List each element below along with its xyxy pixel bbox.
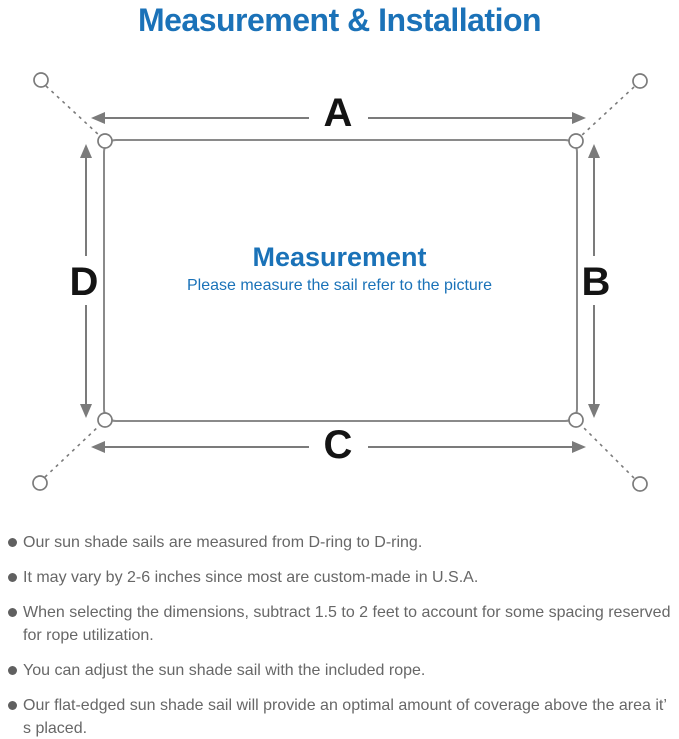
rope-dashed-line (580, 86, 635, 137)
diagram-heading: Measurement (252, 242, 427, 272)
note-text: You can adjust the sun shade sail with t… (23, 662, 426, 679)
arrow-down-icon (80, 404, 92, 418)
shade-sail-outline (103, 139, 578, 422)
dimension-label-c: C (324, 423, 353, 467)
ring-icon (632, 73, 648, 89)
bullet-dot-icon (8, 573, 17, 582)
ring-icon (33, 72, 49, 88)
list-item: When selecting the dimensions, subtract … (8, 601, 674, 647)
note-text: Our sun shade sails are measured from D-… (23, 534, 423, 551)
dimension-label-d: D (70, 260, 99, 304)
ring-icon (632, 476, 648, 492)
d-ring-icon (97, 133, 113, 149)
dimension-b: B (582, 144, 611, 418)
list-item: Our flat-edged sun shade sail will provi… (8, 694, 674, 739)
diagram-caption: Measurement Please measure the sail refe… (0, 242, 679, 295)
ring-icon (32, 475, 48, 491)
d-ring-icon (568, 133, 584, 149)
arrow-up-icon (588, 144, 600, 158)
list-item: It may vary by 2-6 inches since most are… (8, 566, 674, 589)
diagram-subheading: Please measure the sail refer to the pic… (186, 277, 493, 294)
notes-list: Our sun shade sails are measured from D-… (8, 531, 674, 739)
arrow-up-icon (80, 144, 92, 158)
dimension-a: A (91, 91, 586, 135)
rope-dashed-line (580, 424, 635, 479)
measurement-diagram: A C D B (32, 72, 648, 492)
arrow-right-icon (572, 441, 586, 453)
d-ring-icon (97, 412, 113, 428)
dimension-label-a: A (324, 91, 353, 135)
anchor-rings (32, 72, 648, 492)
bullet-dot-icon (8, 701, 17, 710)
dimension-d: D (70, 144, 99, 418)
dimension-label-b: B (582, 260, 611, 304)
note-text: Our flat-edged sun shade sail will provi… (23, 697, 667, 737)
rope-dashed-line (45, 85, 101, 137)
bullet-dot-icon (8, 608, 17, 617)
arrow-down-icon (588, 404, 600, 418)
bullet-dot-icon (8, 538, 17, 547)
rope-lines (44, 85, 635, 479)
note-text: When selecting the dimensions, subtract … (23, 604, 671, 644)
list-item: You can adjust the sun shade sail with t… (8, 659, 674, 682)
arrow-right-icon (572, 112, 586, 124)
bullet-dot-icon (8, 666, 17, 675)
note-text: It may vary by 2-6 inches since most are… (23, 569, 479, 586)
list-item: Our sun shade sails are measured from D-… (8, 531, 674, 554)
rope-dashed-line (44, 424, 101, 478)
d-rings (97, 133, 584, 428)
arrow-left-icon (91, 441, 105, 453)
arrow-left-icon (91, 112, 105, 124)
page-title: Measurement & Installation (137, 2, 542, 38)
d-ring-icon (568, 412, 584, 428)
dimension-c: C (91, 423, 586, 467)
